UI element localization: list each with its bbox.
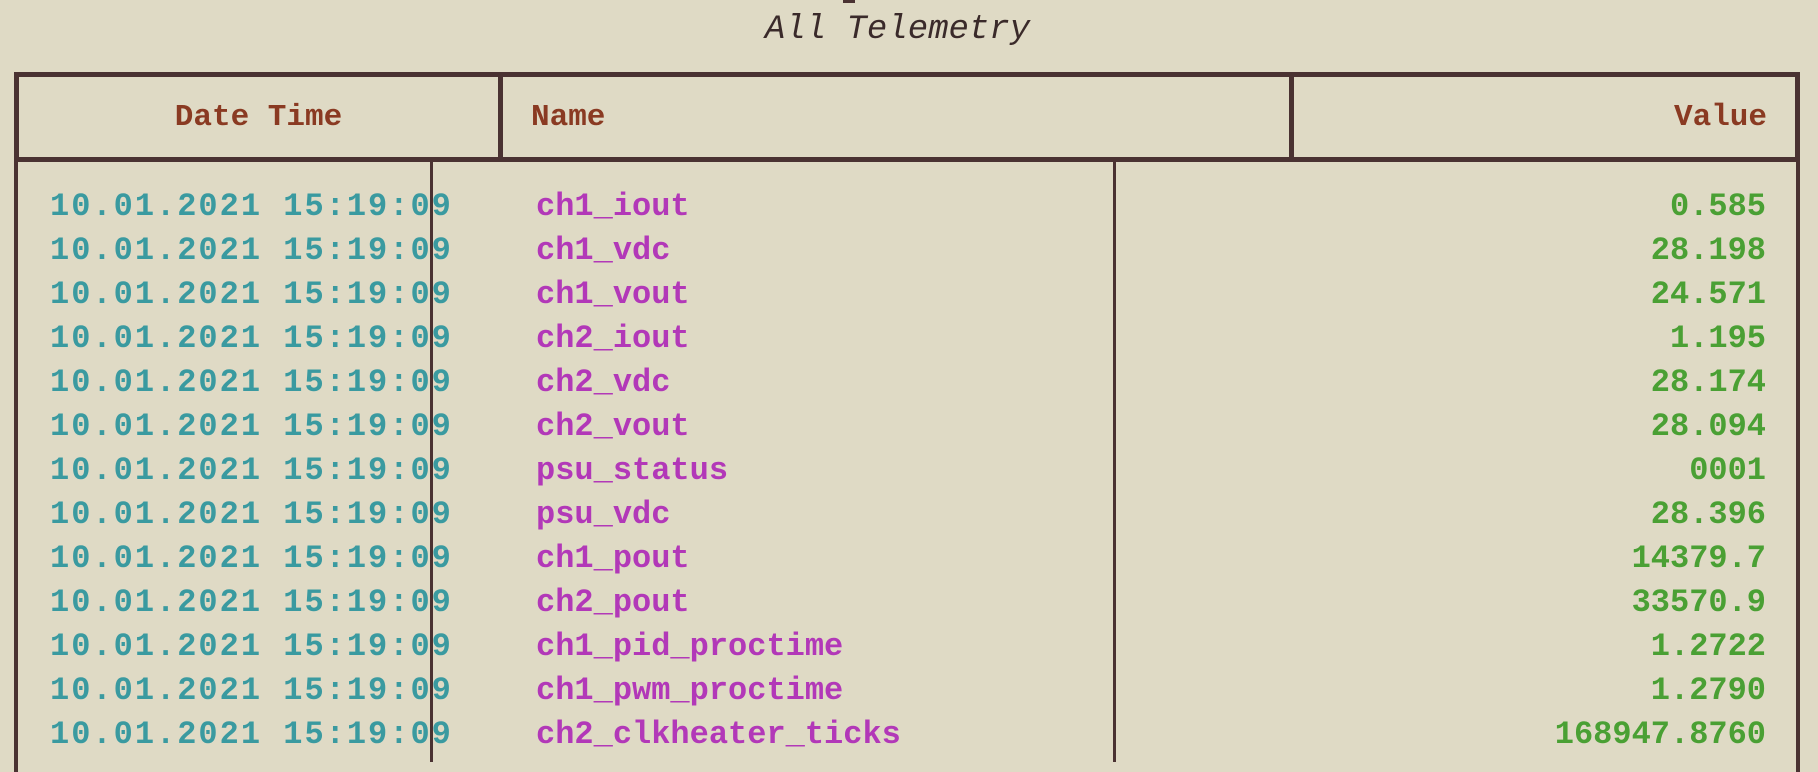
cell-name: ch2_vdc [536, 363, 671, 401]
cell-name: psu_status [536, 451, 729, 489]
column-header-date-time[interactable]: Date Time [19, 77, 503, 157]
table-row[interactable]: 10.01.2021 15:19:09 ch2_clkheater_ticks 16… [18, 712, 1796, 756]
cell-date-time: 10.01.2021 15:19:09 [50, 451, 453, 489]
table-row[interactable]: 10.01.2021 15:19:09 ch1_vout 24.571 [18, 272, 1796, 316]
title-fragment [843, 0, 855, 3]
table-row[interactable]: 10.01.2021 15:19:09 ch1_pwm_proctime 1.279… [18, 668, 1796, 712]
cell-name: ch2_clkheater_ticks [536, 715, 901, 753]
cell-date-time: 10.01.2021 15:19:09 [50, 539, 453, 577]
cell-value: 1.2722 [1650, 627, 1766, 665]
cell-date-time: 10.01.2021 15:19:09 [50, 231, 453, 269]
cell-name: psu_vdc [536, 495, 671, 533]
cell-date-time: 10.01.2021 15:19:09 [50, 319, 453, 357]
column-divider [430, 162, 433, 762]
cell-value: 28.094 [1650, 407, 1766, 445]
cell-name: ch1_pout [536, 539, 690, 577]
table-row[interactable]: 10.01.2021 15:19:09 ch1_pid_proctime 1.272… [18, 624, 1796, 668]
cell-value: 24.571 [1650, 275, 1766, 313]
cell-name: ch1_iout [536, 187, 690, 225]
cell-name: ch2_iout [536, 319, 690, 357]
cell-date-time: 10.01.2021 15:19:09 [50, 187, 453, 225]
cell-date-time: 10.01.2021 15:19:09 [50, 495, 453, 533]
cell-value: 28.174 [1650, 363, 1766, 401]
cell-date-time: 10.01.2021 15:19:09 [50, 671, 453, 709]
cell-date-time: 10.01.2021 15:19:09 [50, 275, 453, 313]
table-row[interactable]: 10.01.2021 15:19:09 ch2_pout 33570.9 [18, 580, 1796, 624]
table-row[interactable]: 10.01.2021 15:19:09 psu_vdc 28.396 [18, 492, 1796, 536]
column-divider [1113, 162, 1116, 762]
table-header: Date Time Name Value [14, 72, 1800, 162]
table-row[interactable]: 10.01.2021 15:19:09 ch1_pout 14379.7 [18, 536, 1796, 580]
table-row[interactable]: 10.01.2021 15:19:09 ch1_vdc 28.198 [18, 228, 1796, 272]
cell-name: ch1_pid_proctime [536, 627, 844, 665]
table-row[interactable]: 10.01.2021 15:19:09 ch2_vdc 28.174 [18, 360, 1796, 404]
page-subtitle: All Telemetry [764, 11, 1031, 49]
cell-value: 168947.8760 [1554, 715, 1766, 753]
cell-date-time: 10.01.2021 15:19:09 [50, 583, 453, 621]
column-header-name[interactable]: Name [503, 77, 1294, 157]
cell-date-time: 10.01.2021 15:19:09 [50, 363, 453, 401]
table-row[interactable]: 10.01.2021 15:19:09 ch2_iout 1.195 [18, 316, 1796, 360]
cell-value: 0001 [1689, 451, 1766, 489]
cell-value: 28.396 [1650, 495, 1766, 533]
cell-value: 1.195 [1669, 319, 1766, 357]
cell-date-time: 10.01.2021 15:19:09 [50, 627, 453, 665]
cell-name: ch1_vdc [536, 231, 671, 269]
column-header-value[interactable]: Value [1673, 99, 1767, 135]
cell-name: ch2_pout [536, 583, 690, 621]
table-row[interactable]: 10.01.2021 15:19:09 psu_status 0001 [18, 448, 1796, 492]
cell-name: ch1_pwm_proctime [536, 671, 844, 709]
cell-value: 28.198 [1650, 231, 1766, 269]
cell-value: 1.2790 [1650, 671, 1766, 709]
telemetry-table [14, 72, 1800, 772]
cell-name: ch1_vout [536, 275, 690, 313]
cell-date-time: 10.01.2021 15:19:09 [50, 407, 453, 445]
table-row[interactable]: 10.01.2021 15:19:09 ch1_iout 0.585 [18, 184, 1796, 228]
cell-date-time: 10.01.2021 15:19:09 [50, 715, 453, 753]
table-row[interactable]: 10.01.2021 15:19:09 ch2_vout 28.094 [18, 404, 1796, 448]
cell-name: ch2_vout [536, 407, 690, 445]
cell-value: 0.585 [1669, 187, 1766, 225]
cell-value: 14379.7 [1631, 539, 1766, 577]
cell-value: 33570.9 [1631, 583, 1766, 621]
